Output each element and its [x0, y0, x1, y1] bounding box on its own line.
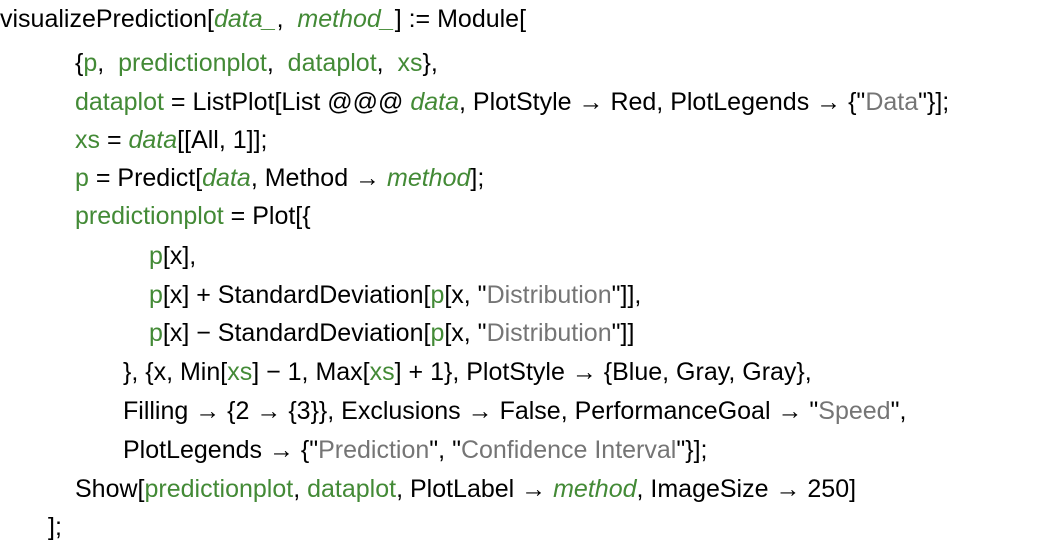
code-line: {p, predictionplot, dataplot, xs}, [75, 44, 438, 82]
code-token: = Plot[{ [223, 202, 311, 230]
code-token: = ListPlot[List @@@ [163, 88, 411, 116]
code-line: p[x] + StandardDeviation[p[x, "Distribut… [149, 276, 641, 314]
string-token: Confidence Interval [460, 436, 677, 464]
code-token: [x] + StandardDeviation[ [162, 281, 431, 309]
local-variable-token: p [430, 281, 445, 309]
code-line: }, {x, Min[xs] − 1, Max[xs] + 1}, PlotSt… [123, 353, 812, 391]
local-variable-token: xs [397, 49, 423, 77]
code-line: ]; [48, 508, 62, 546]
code-token: ] := Module[ [394, 5, 527, 33]
code-line: Show[predictionplot, dataplot, PlotLabel… [75, 470, 856, 508]
code-token: "}]; [676, 436, 708, 464]
code-line: PlotLegends → {"Prediction", "Confidence… [123, 431, 707, 469]
code-token: [x, " [444, 319, 487, 347]
pattern-argument-token: method [553, 475, 637, 503]
code-token: [x, " [444, 281, 487, 309]
string-token: Data [865, 88, 919, 116]
local-variable-token: dataplot [75, 88, 164, 116]
code-line: visualizePrediction[data_, method_] := M… [0, 0, 526, 38]
pattern-argument-token: method [387, 164, 471, 192]
local-variable-token: xs [369, 358, 395, 386]
code-token: , Method → [250, 164, 387, 192]
code-token: [x] − StandardDeviation[ [162, 319, 431, 347]
local-variable-token: xs [75, 126, 100, 154]
code-line: Filling → {2 → {3}}, Exclusions → False,… [123, 392, 906, 430]
code-token: "]], [611, 281, 642, 309]
local-variable-token: predictionplot [75, 202, 224, 230]
local-variable-token: p [149, 281, 163, 309]
code-token: , [276, 5, 298, 33]
code-token: }, {x, Min[ [123, 358, 228, 386]
code-token: , PlotStyle → Red, PlotLegends → {" [459, 88, 866, 116]
pattern-argument-token: data [202, 164, 251, 192]
string-token: Distribution [486, 319, 612, 347]
string-token: Prediction [318, 436, 430, 464]
code-token: PlotLegends → {" [123, 436, 319, 464]
pattern-argument-token: method_ [297, 5, 395, 33]
code-token: ] − 1, Max[ [252, 358, 370, 386]
pattern-argument-token: data [128, 126, 178, 154]
code-token: visualizePrediction[ [0, 5, 214, 33]
code-line: dataplot = ListPlot[List @@@ data, PlotS… [75, 83, 949, 121]
code-line: p[x] − StandardDeviation[p[x, "Distribut… [149, 314, 634, 352]
code-line: p[x], [149, 237, 196, 275]
local-variable-token: xs [227, 358, 253, 386]
local-variable-token: dataplot [307, 475, 397, 503]
code-token: Filling → {2 → {3}}, Exclusions → False,… [123, 397, 819, 425]
code-token: ", [890, 397, 907, 425]
code-token: , ImageSize → 250] [636, 475, 857, 503]
pattern-argument-token: data [410, 88, 459, 116]
local-variable-token: p [430, 319, 445, 347]
pattern-argument-token: data_ [214, 5, 277, 33]
local-variable-token: dataplot [287, 49, 377, 77]
code-token: Show[ [75, 475, 145, 503]
code-line: xs = data[[All, 1]]; [75, 121, 267, 159]
code-token: , [293, 475, 308, 503]
code-token: ]; [48, 513, 62, 541]
string-token: Distribution [486, 281, 612, 309]
code-token: "}]; [918, 88, 950, 116]
code-token: = [100, 126, 129, 154]
code-token: [x], [162, 242, 197, 270]
local-variable-token: p [75, 164, 89, 192]
code-token: , [266, 49, 288, 77]
code-token: , [376, 49, 398, 77]
code-token: , [97, 49, 119, 77]
local-variable-token: p [149, 319, 163, 347]
local-variable-token: predictionplot [144, 475, 294, 503]
local-variable-token: p [83, 49, 98, 77]
code-token: ]; [470, 164, 485, 192]
code-token: [[All, 1]]; [177, 126, 268, 154]
code-token: { [75, 49, 84, 77]
code-line: predictionplot = Plot[{ [75, 197, 311, 235]
code-token: , PlotLabel → [396, 475, 554, 503]
code-token: ", " [429, 436, 461, 464]
code-line: p = Predict[data, Method → method]; [75, 159, 484, 197]
code-token: ] + 1}, PlotStyle → {Blue, Gray, Gray}, [394, 358, 812, 386]
local-variable-token: predictionplot [118, 49, 267, 77]
local-variable-token: p [149, 242, 163, 270]
code-token: = Predict[ [88, 164, 203, 192]
code-token: }, [422, 49, 438, 77]
string-token: Speed [818, 397, 891, 425]
code-token: "]] [611, 319, 635, 347]
